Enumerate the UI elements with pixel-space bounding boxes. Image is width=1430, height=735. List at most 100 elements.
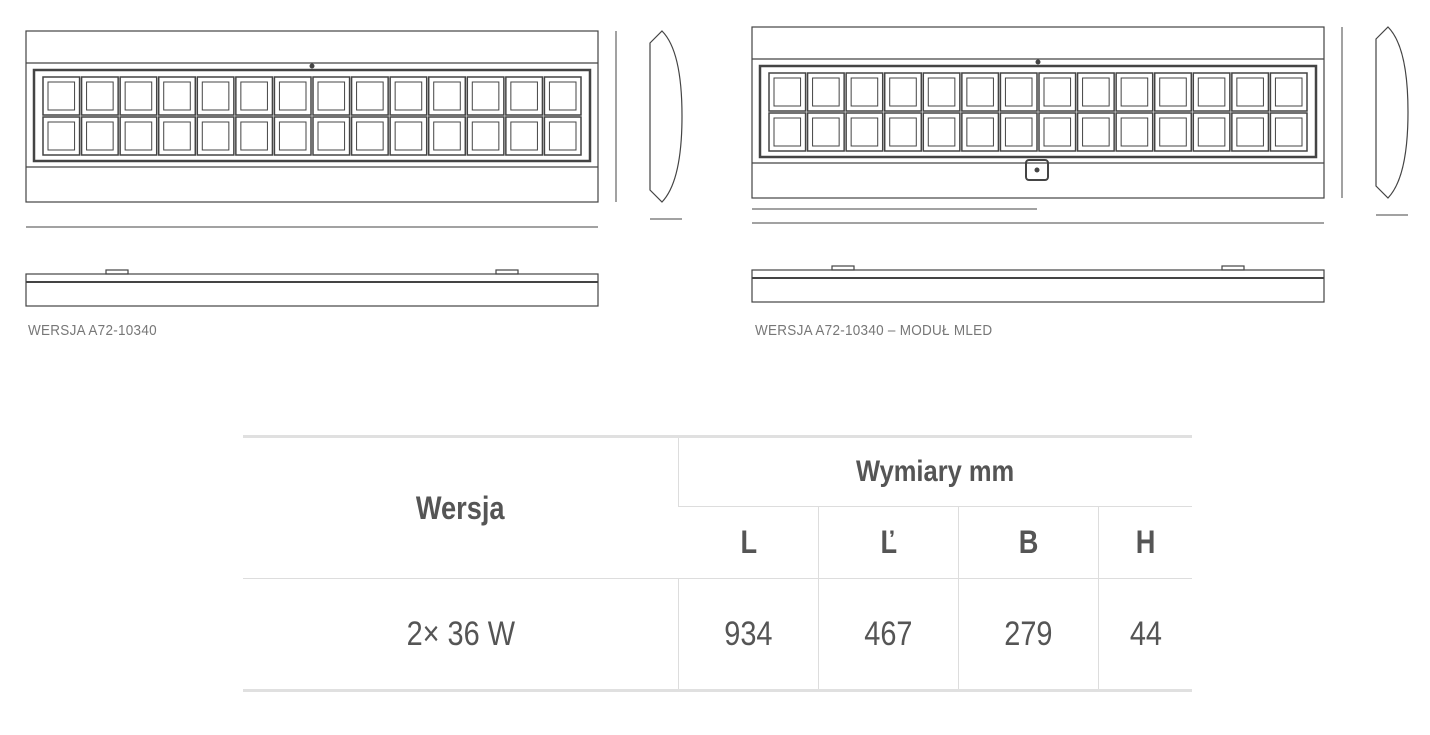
led-cell xyxy=(466,76,505,116)
led-cell-inner xyxy=(927,117,956,147)
led-cell xyxy=(273,116,312,156)
cell-L: 934 xyxy=(677,578,819,691)
led-cell-inner xyxy=(163,121,191,151)
led-cell xyxy=(961,72,1000,112)
led-cell-inner xyxy=(394,121,423,151)
led-cell-inner xyxy=(317,121,346,151)
led-cell xyxy=(273,76,312,116)
led-cell xyxy=(1231,72,1270,112)
diffuser-panel xyxy=(758,64,1318,159)
led-cell-inner xyxy=(1043,77,1072,107)
led-cell xyxy=(1076,72,1115,112)
led-cell xyxy=(312,76,351,116)
led-cell xyxy=(1269,112,1308,152)
led-cell xyxy=(1231,112,1270,152)
led-cell xyxy=(845,72,884,112)
led-cell-inner xyxy=(47,121,76,151)
bottom-view-outline xyxy=(25,273,599,307)
bottom-view-clip xyxy=(105,269,129,275)
led-cell xyxy=(1192,72,1231,112)
header-H: H xyxy=(1098,506,1192,579)
caption-version: WERSJA A72-10340 xyxy=(28,322,157,339)
led-cell xyxy=(845,112,884,152)
led-cell xyxy=(961,112,1000,152)
led-cell xyxy=(505,116,544,156)
led-cell-inner xyxy=(548,121,577,151)
diffuser-panel xyxy=(32,68,592,163)
side-view-profile xyxy=(649,30,683,203)
led-cell xyxy=(1076,112,1115,152)
led-cell-inner xyxy=(889,117,917,147)
led-cell-inner xyxy=(1004,77,1033,107)
mled-module-icon xyxy=(1025,159,1049,181)
led-cell xyxy=(389,76,428,116)
led-cell xyxy=(350,116,389,156)
led-cell-inner xyxy=(1159,77,1187,107)
led-cell xyxy=(235,116,274,156)
mled-module-dot xyxy=(1034,167,1040,173)
cell-version: 2× 36 W xyxy=(406,614,515,653)
led-cell-inner xyxy=(356,81,384,111)
led-cell xyxy=(1269,72,1308,112)
led-cell xyxy=(505,76,544,116)
led-cell xyxy=(157,116,197,156)
led-cell xyxy=(999,112,1038,152)
led-cell xyxy=(196,76,235,116)
led-cell xyxy=(543,76,582,116)
led-cell-inner xyxy=(850,77,879,107)
led-cell-inner xyxy=(86,81,114,111)
front-view-outline xyxy=(25,30,599,203)
sensor-dot xyxy=(309,63,315,69)
led-cell xyxy=(806,72,845,112)
led-cell xyxy=(806,112,845,152)
led-cell xyxy=(1192,112,1231,152)
led-cell-inner xyxy=(548,81,577,111)
led-cell xyxy=(883,72,923,112)
led-cell-inner xyxy=(124,81,153,111)
led-cell xyxy=(1153,72,1193,112)
led-cell xyxy=(1115,72,1154,112)
led-cell xyxy=(235,76,274,116)
led-cell-inner xyxy=(1197,117,1226,147)
led-cell-inner xyxy=(86,121,114,151)
led-cell xyxy=(1115,112,1154,152)
led-cell xyxy=(883,112,923,152)
led-cell-inner xyxy=(1004,117,1033,147)
led-cell xyxy=(42,116,81,156)
header-L: L xyxy=(678,506,819,579)
led-cell-inner xyxy=(278,121,307,151)
led-cell-inner xyxy=(471,81,500,111)
led-cell xyxy=(119,76,158,116)
dimensions-table: Wersja Wymiary mm L Ľ B H 2× 36 W 934 46… xyxy=(243,435,1192,692)
led-cell-inner xyxy=(163,81,191,111)
led-cell-inner xyxy=(510,121,538,151)
led-cell xyxy=(1038,112,1077,152)
led-cell xyxy=(80,116,119,156)
led-cell xyxy=(922,72,961,112)
led-cell xyxy=(312,116,351,156)
led-cell-inner xyxy=(1197,77,1226,107)
led-cell-inner xyxy=(471,121,500,151)
led-cell xyxy=(1038,72,1077,112)
led-cell-inner xyxy=(47,81,76,111)
side-view-profile xyxy=(1375,26,1409,199)
led-cell xyxy=(999,72,1038,112)
led-cell-inner xyxy=(1082,117,1110,147)
bottom-view-clip xyxy=(831,265,855,271)
bottom-view-outline xyxy=(751,269,1325,303)
caption-version-mled: WERSJA A72-10340 – MODUŁ MLED xyxy=(755,322,993,339)
led-cell-inner xyxy=(1274,117,1303,147)
led-cell-inner xyxy=(201,121,230,151)
led-cell-inner xyxy=(201,81,230,111)
cell-B: 279 xyxy=(958,578,1099,691)
led-cell-inner xyxy=(278,81,307,111)
led-cell xyxy=(119,116,158,156)
led-cell-inner xyxy=(1043,117,1072,147)
led-cell-inner xyxy=(773,77,802,107)
led-cell-inner xyxy=(356,121,384,151)
led-cell-inner xyxy=(927,77,956,107)
led-cell xyxy=(768,112,807,152)
led-cell xyxy=(157,76,197,116)
led-cell xyxy=(466,116,505,156)
front-view-outline xyxy=(751,26,1325,199)
